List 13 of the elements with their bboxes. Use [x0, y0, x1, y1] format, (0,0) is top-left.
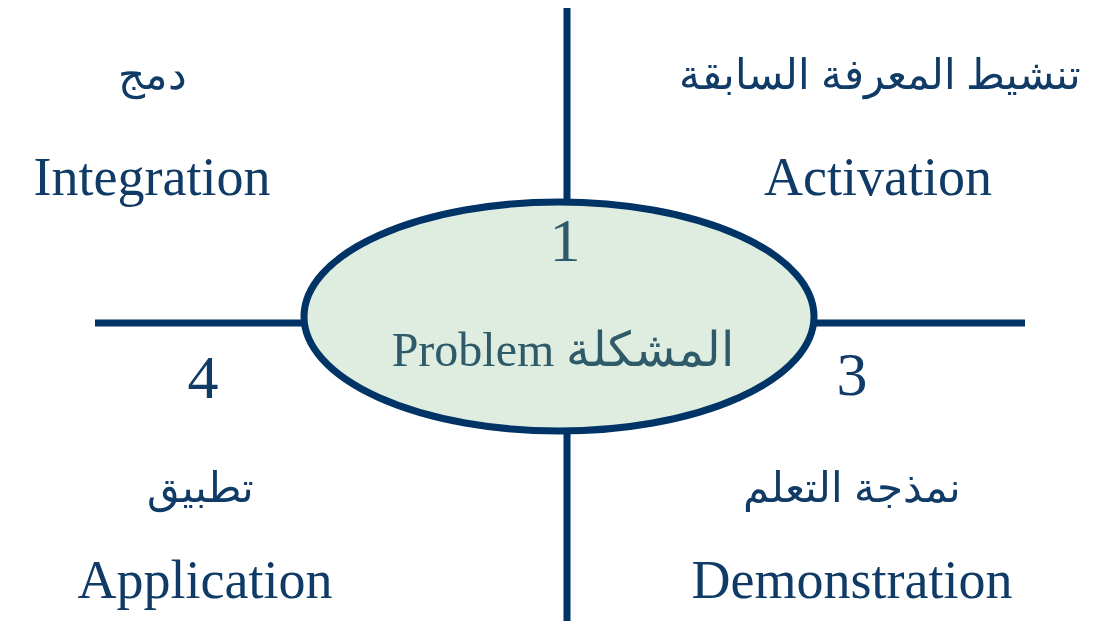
quadrant-title: نمذجة التعلم [743, 463, 961, 513]
step-number: 1 [549, 205, 581, 275]
quadrant-title: Activation [764, 145, 992, 209]
quadrant-title: Application [77, 548, 333, 612]
quadrant-title: Demonstration [691, 548, 1013, 612]
center-label: Problem المشكلة [391, 323, 735, 377]
quadrant-title: Integration [33, 145, 271, 209]
problem-ellipse [300, 198, 818, 435]
step-number: 4 [187, 342, 219, 414]
step-number: 3 [836, 339, 868, 411]
quadrant-title: تنشيط المعرفة السابقة [679, 50, 1081, 100]
quadrant-title: تطبيق [146, 463, 254, 513]
quadrant-title: دمج [117, 50, 187, 100]
